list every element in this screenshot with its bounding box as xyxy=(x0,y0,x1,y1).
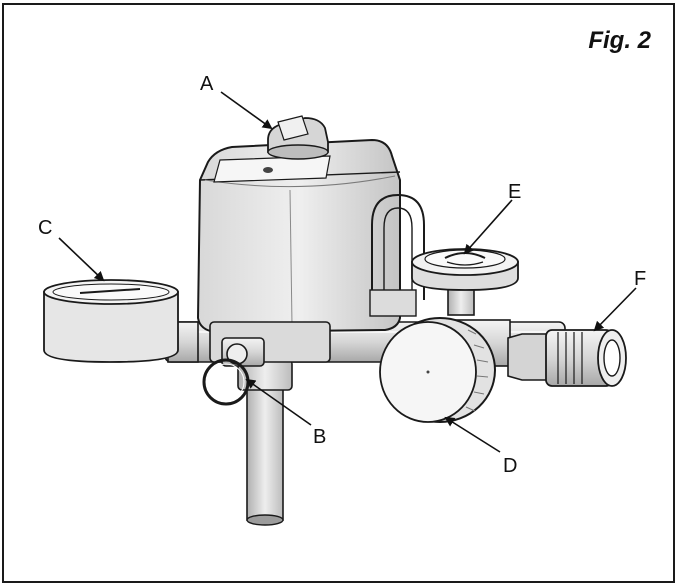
callout-f: F xyxy=(634,268,646,290)
safety-valve-b xyxy=(202,337,265,406)
pressure-regulator-knob-d xyxy=(379,317,511,423)
quick-coupler-f xyxy=(507,329,627,387)
pressure-switch-housing xyxy=(196,115,425,363)
leader-f xyxy=(593,287,637,332)
leader-a xyxy=(220,91,273,130)
leader-d xyxy=(444,416,501,453)
callout-leaders xyxy=(58,91,637,453)
callout-c: C xyxy=(38,217,52,239)
pressure-gauge-c xyxy=(43,279,199,363)
figure-title: Fig. 2 xyxy=(588,27,651,54)
drain-tube xyxy=(237,359,293,526)
leader-e xyxy=(463,199,513,255)
callout-d: D xyxy=(503,455,517,477)
leader-c xyxy=(58,237,105,282)
callout-b: B xyxy=(313,426,326,448)
callout-a: A xyxy=(200,73,214,95)
leader-b xyxy=(245,378,312,426)
callout-e: E xyxy=(508,181,521,203)
output-gauge-e xyxy=(411,248,519,316)
